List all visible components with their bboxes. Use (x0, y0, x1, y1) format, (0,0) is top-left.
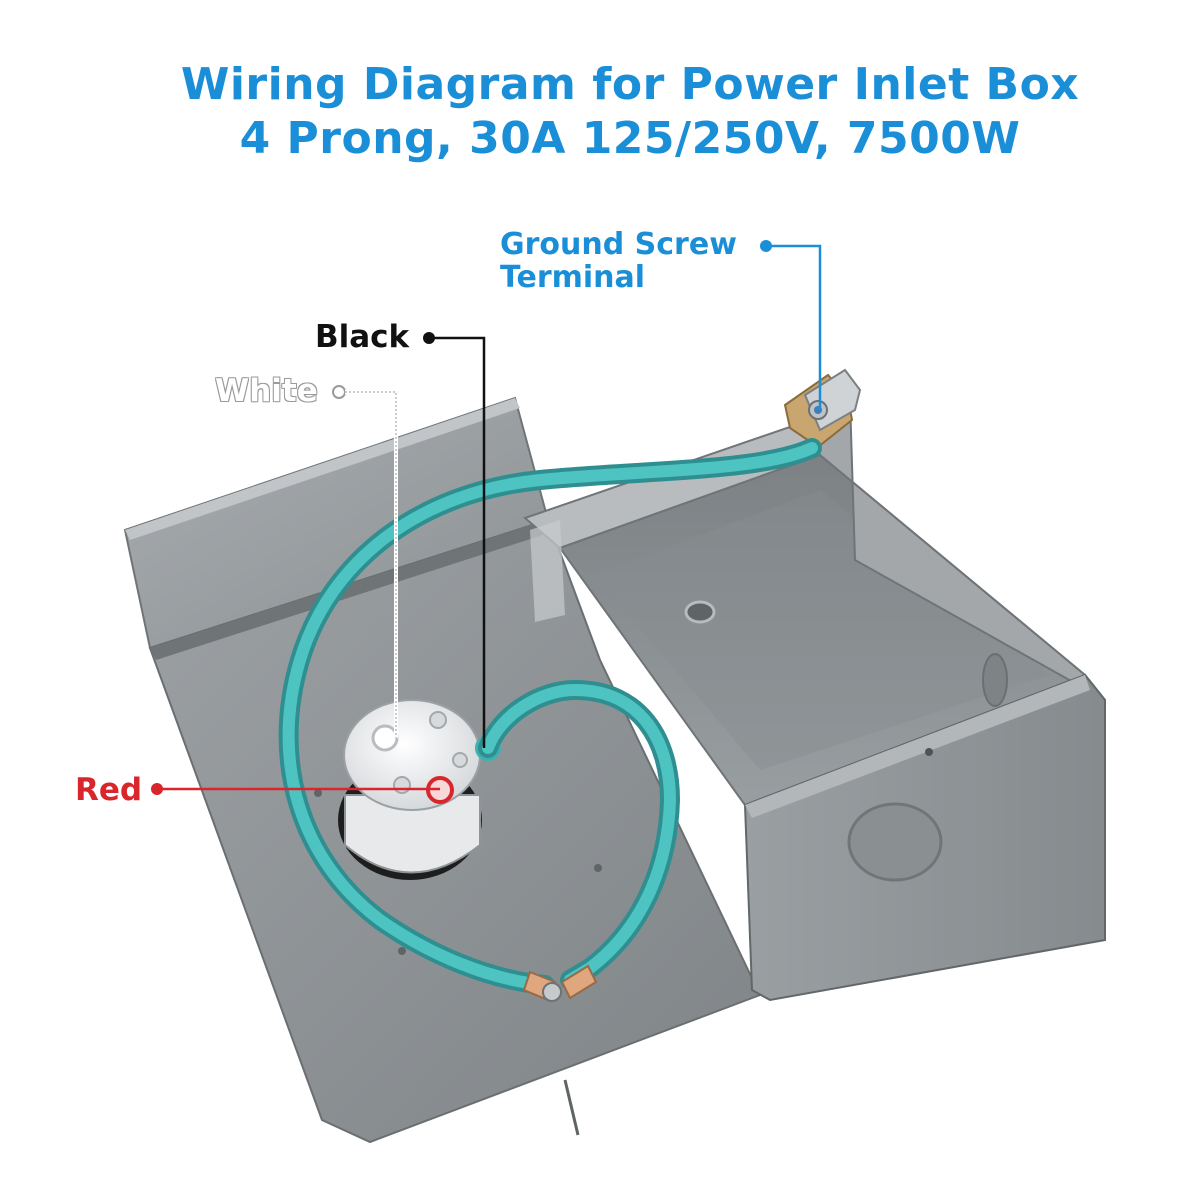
white-terminal (371, 724, 399, 752)
title-line-2: 4 Prong, 30A 125/250V, 7500W (239, 113, 1021, 164)
diagram-title: Wiring Diagram for Power Inlet Box 4 Pro… (0, 58, 1200, 166)
enclosure-box (523, 398, 1106, 1002)
ground-lug-screw (542, 982, 562, 1002)
red-wire-label: Red (75, 772, 143, 808)
title-line-1: Wiring Diagram for Power Inlet Box (180, 59, 1080, 110)
knockout-hole-front (847, 802, 943, 882)
ground-label-line-1: Ground Screw (500, 227, 737, 262)
white-callout-leader (332, 385, 398, 738)
ground-screw-terminal-label: Ground Screw Terminal (500, 228, 737, 294)
ground-label-line-2: Terminal (500, 260, 646, 295)
black-callout-leader (423, 332, 486, 748)
ground-callout-leader (760, 240, 822, 410)
ground-wire (278, 438, 822, 995)
mounting-hole (684, 600, 716, 624)
red-callout-leader (151, 783, 440, 795)
white-wire-label: White (215, 373, 318, 409)
wire-crimp-lugs (522, 964, 598, 1002)
black-wire-label: Black (315, 319, 410, 355)
